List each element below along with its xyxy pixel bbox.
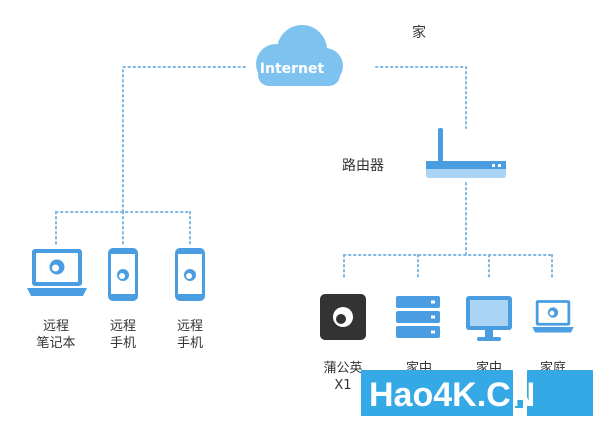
remote-device-label: 远程手机 <box>176 319 203 351</box>
watermark-text: Hao4K.CN <box>369 376 535 414</box>
home-label: 家 <box>412 25 426 41</box>
box-icon <box>320 294 366 340</box>
router-label: 路由器 <box>342 158 384 174</box>
link-cloud-left <box>122 66 246 213</box>
laptop-icon <box>532 300 574 333</box>
monitor-icon <box>466 296 512 341</box>
remote-device-label: 远程手机 <box>109 319 136 351</box>
watermark: Hao4K.CN <box>361 370 593 416</box>
laptop-icon <box>27 249 87 296</box>
cloud-icon <box>256 25 343 86</box>
smartphone-icon <box>108 248 138 301</box>
link-cloud-router <box>375 66 467 129</box>
server-icon <box>396 296 440 338</box>
cloud-label: Internet <box>259 61 325 77</box>
smartphone-icon <box>175 248 205 301</box>
remote-device-label: 远程笔记本 <box>36 319 76 351</box>
router-icon <box>426 128 506 178</box>
